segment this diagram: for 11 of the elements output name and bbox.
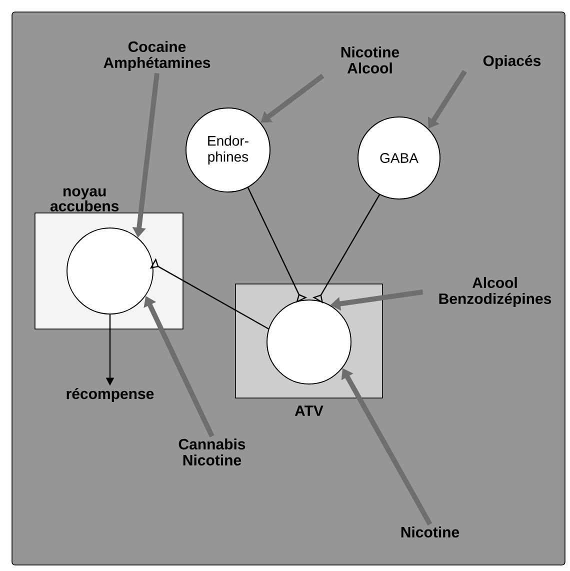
drug-label: Opiacés: [483, 54, 541, 70]
drug-label: Alcool Benzodizépines: [439, 277, 552, 307]
neuron-circle: [66, 228, 154, 314]
drug-label: Nicotine: [401, 526, 460, 538]
outcome-label: récompense: [66, 388, 154, 402]
neuron-circle: [266, 300, 352, 384]
drug-label: Cocaine Amphétamines: [104, 41, 210, 71]
drug-label: Cannabis Nicotine: [178, 438, 246, 466]
node-label: ATV: [294, 406, 324, 416]
drug-label: Nicotine Alcool: [341, 46, 400, 74]
node-label: noyau accubens: [50, 188, 119, 212]
